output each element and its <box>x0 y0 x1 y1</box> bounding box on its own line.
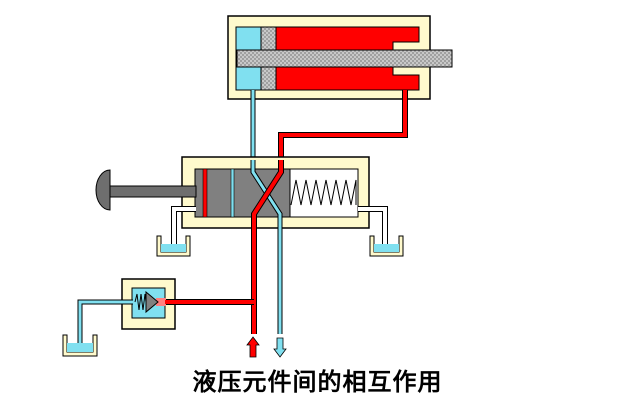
tank-right <box>369 235 404 257</box>
manual-directional-valve <box>181 156 370 229</box>
spool-stripe-pressure <box>202 168 208 218</box>
return-out-arrow <box>273 337 287 358</box>
pressure-in-arrow <box>246 336 260 358</box>
handle-knob <box>95 169 111 211</box>
cylinder-rod <box>236 49 453 68</box>
valve-handle[interactable] <box>95 169 197 211</box>
valve-spring-chamber <box>289 168 359 218</box>
caption-text: 液压元件间的相互作用 <box>192 368 443 396</box>
spool-stripe-return <box>230 168 235 218</box>
relief-spring <box>134 293 147 311</box>
tank-relief <box>62 334 98 357</box>
hydraulic-cylinder <box>227 15 453 100</box>
handle-rod <box>107 185 197 198</box>
tank-left <box>156 235 191 257</box>
caption: 液压元件间的相互作用 <box>0 362 641 397</box>
relief-poppet <box>145 290 159 314</box>
valve-spring <box>290 179 357 206</box>
